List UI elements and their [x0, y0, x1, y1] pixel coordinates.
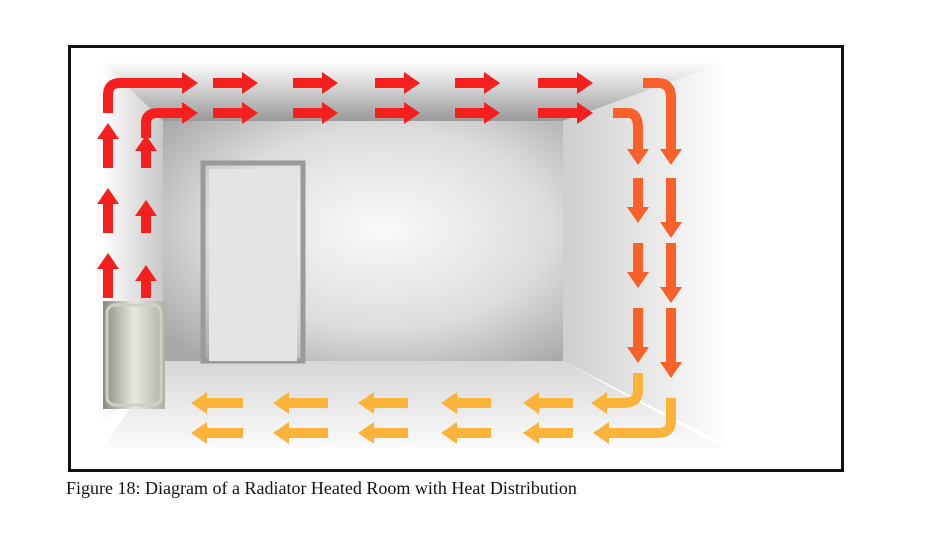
left-arrow	[358, 392, 408, 414]
down-arrow	[627, 178, 649, 223]
left-arrow	[358, 422, 408, 444]
left-arrow	[523, 392, 573, 414]
left-arrow	[191, 422, 243, 444]
down-arrow	[627, 308, 649, 363]
up-arrow	[97, 253, 119, 298]
right-arrow	[455, 102, 500, 124]
left-arrow	[191, 392, 243, 414]
radiator	[103, 301, 165, 409]
left-arrow	[441, 392, 491, 414]
up-arrow	[97, 123, 119, 168]
right-arrow	[213, 72, 258, 94]
left-arrow	[273, 422, 328, 444]
right-arrow	[293, 102, 338, 124]
right-arrow	[375, 72, 420, 94]
left-arrow	[523, 422, 573, 444]
left-arrow	[593, 422, 615, 444]
right-arrow	[455, 72, 500, 94]
up-arrow	[97, 188, 119, 233]
floor	[103, 361, 723, 448]
right-arrow	[375, 102, 420, 124]
down-arrow	[660, 243, 682, 303]
right-arrow	[293, 72, 338, 94]
down-arrow	[660, 133, 682, 165]
down-arrow	[627, 133, 649, 165]
down-arrow	[660, 178, 682, 238]
right-arrow	[178, 102, 198, 124]
up-arrow	[135, 200, 157, 233]
figure-caption: Figure 18: Diagram of a Radiator Heated …	[66, 478, 577, 498]
corner-arrow-curve	[643, 78, 676, 143]
left-arrow	[441, 422, 491, 444]
room-diagram	[71, 48, 841, 469]
corner-arrow-curve	[141, 108, 183, 138]
right-arrow	[173, 72, 198, 94]
door	[200, 160, 306, 364]
heat-arrows	[97, 72, 682, 444]
down-arrow	[660, 308, 682, 378]
up-arrow	[135, 265, 157, 298]
corner-arrow-curve	[103, 78, 178, 113]
corner-arrow-curve	[613, 398, 676, 438]
left-arrow	[273, 392, 328, 414]
left-arrow	[591, 392, 613, 414]
right-arrow	[538, 72, 593, 94]
corner-arrow-curve	[613, 108, 643, 143]
right-arrow	[538, 102, 593, 124]
corner-arrow-curve	[608, 373, 643, 408]
up-arrow	[135, 135, 157, 168]
ceiling	[103, 63, 723, 121]
right-arrow	[213, 102, 258, 124]
figure-frame	[68, 45, 844, 472]
down-arrow	[627, 243, 649, 288]
